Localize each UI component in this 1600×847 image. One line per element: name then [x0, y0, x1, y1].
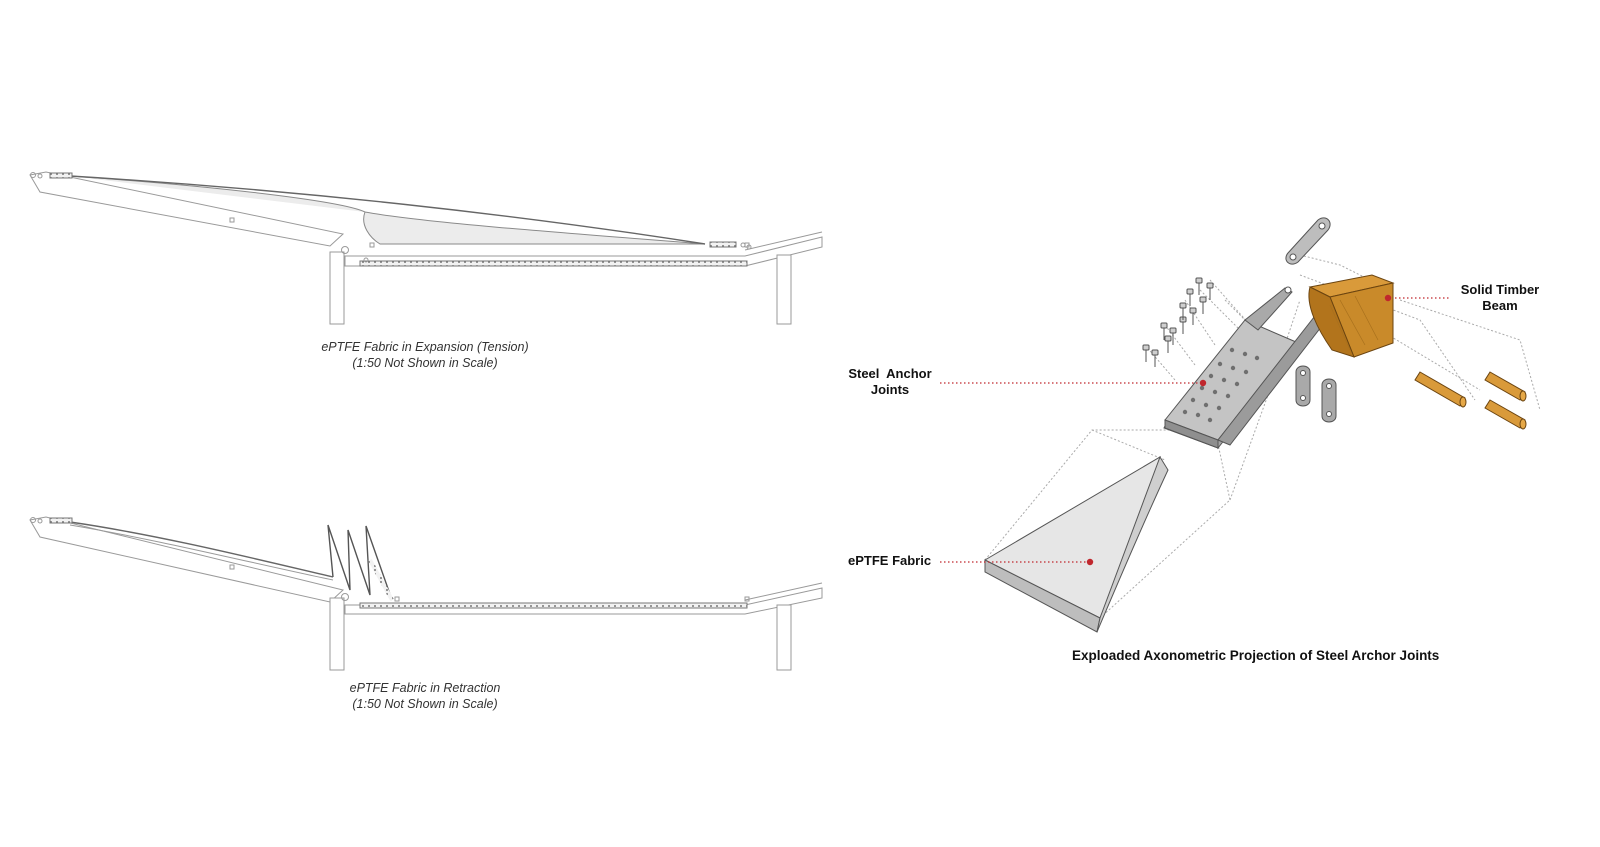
retraction-caption-line2: (1:50 Not Shown in Scale)	[352, 697, 498, 711]
axonometric-title: Exploaded Axonometric Projection of Stee…	[1072, 648, 1440, 663]
steel-anchor-label-line1: Steel Anchor	[848, 366, 932, 381]
small-links	[1295, 365, 1337, 423]
left-column	[329, 251, 345, 325]
fabric-label: ePTFE Fabric	[848, 553, 948, 569]
timber-beam-label: Solid Timber Beam	[1440, 282, 1560, 314]
folded-fabric-zigzag	[327, 524, 393, 601]
expansion-section-drawing	[29, 171, 823, 325]
construction-lines	[984, 254, 1541, 619]
right-beam	[344, 236, 823, 267]
left-beam	[29, 171, 345, 247]
fabric-marker	[1086, 558, 1094, 566]
expansion-caption-line2: (1:50 Not Shown in Scale)	[352, 356, 498, 370]
timber-beam-label-line2: Beam	[1482, 298, 1518, 313]
left-beam-retracted	[29, 516, 345, 603]
axonometric-drawing	[940, 217, 1541, 633]
steel-arm-left	[1244, 287, 1293, 331]
right-column	[776, 254, 792, 325]
fabric-membrane	[69, 175, 706, 245]
steel-anchor-label-line2: Joints	[870, 382, 910, 397]
pivot-icon	[341, 246, 349, 254]
fabric-label-text: ePTFE Fabric	[848, 553, 932, 568]
top-link	[1285, 217, 1331, 265]
timber-beam-label-line1: Solid Timber	[1460, 282, 1540, 297]
bolts	[1142, 277, 1214, 367]
expansion-caption-line1: ePTFE Fabric in Expansion (Tension)	[321, 340, 529, 354]
steel-marker	[1199, 379, 1207, 387]
fabric-piece	[983, 455, 1169, 633]
timber-beam	[1308, 274, 1395, 358]
timber-dowels	[1414, 371, 1527, 430]
retraction-section-drawing	[29, 516, 823, 671]
timber-marker	[1384, 294, 1392, 302]
steel-anchor-label: Steel Anchor Joints	[835, 366, 945, 398]
retraction-caption-line1: ePTFE Fabric in Retraction	[349, 681, 501, 695]
retraction-caption: ePTFE Fabric in Retraction (1:50 Not Sho…	[290, 680, 560, 712]
expansion-caption: ePTFE Fabric in Expansion (Tension) (1:5…	[290, 339, 560, 371]
leader-lines	[940, 297, 1450, 563]
bottom-track	[359, 260, 748, 267]
